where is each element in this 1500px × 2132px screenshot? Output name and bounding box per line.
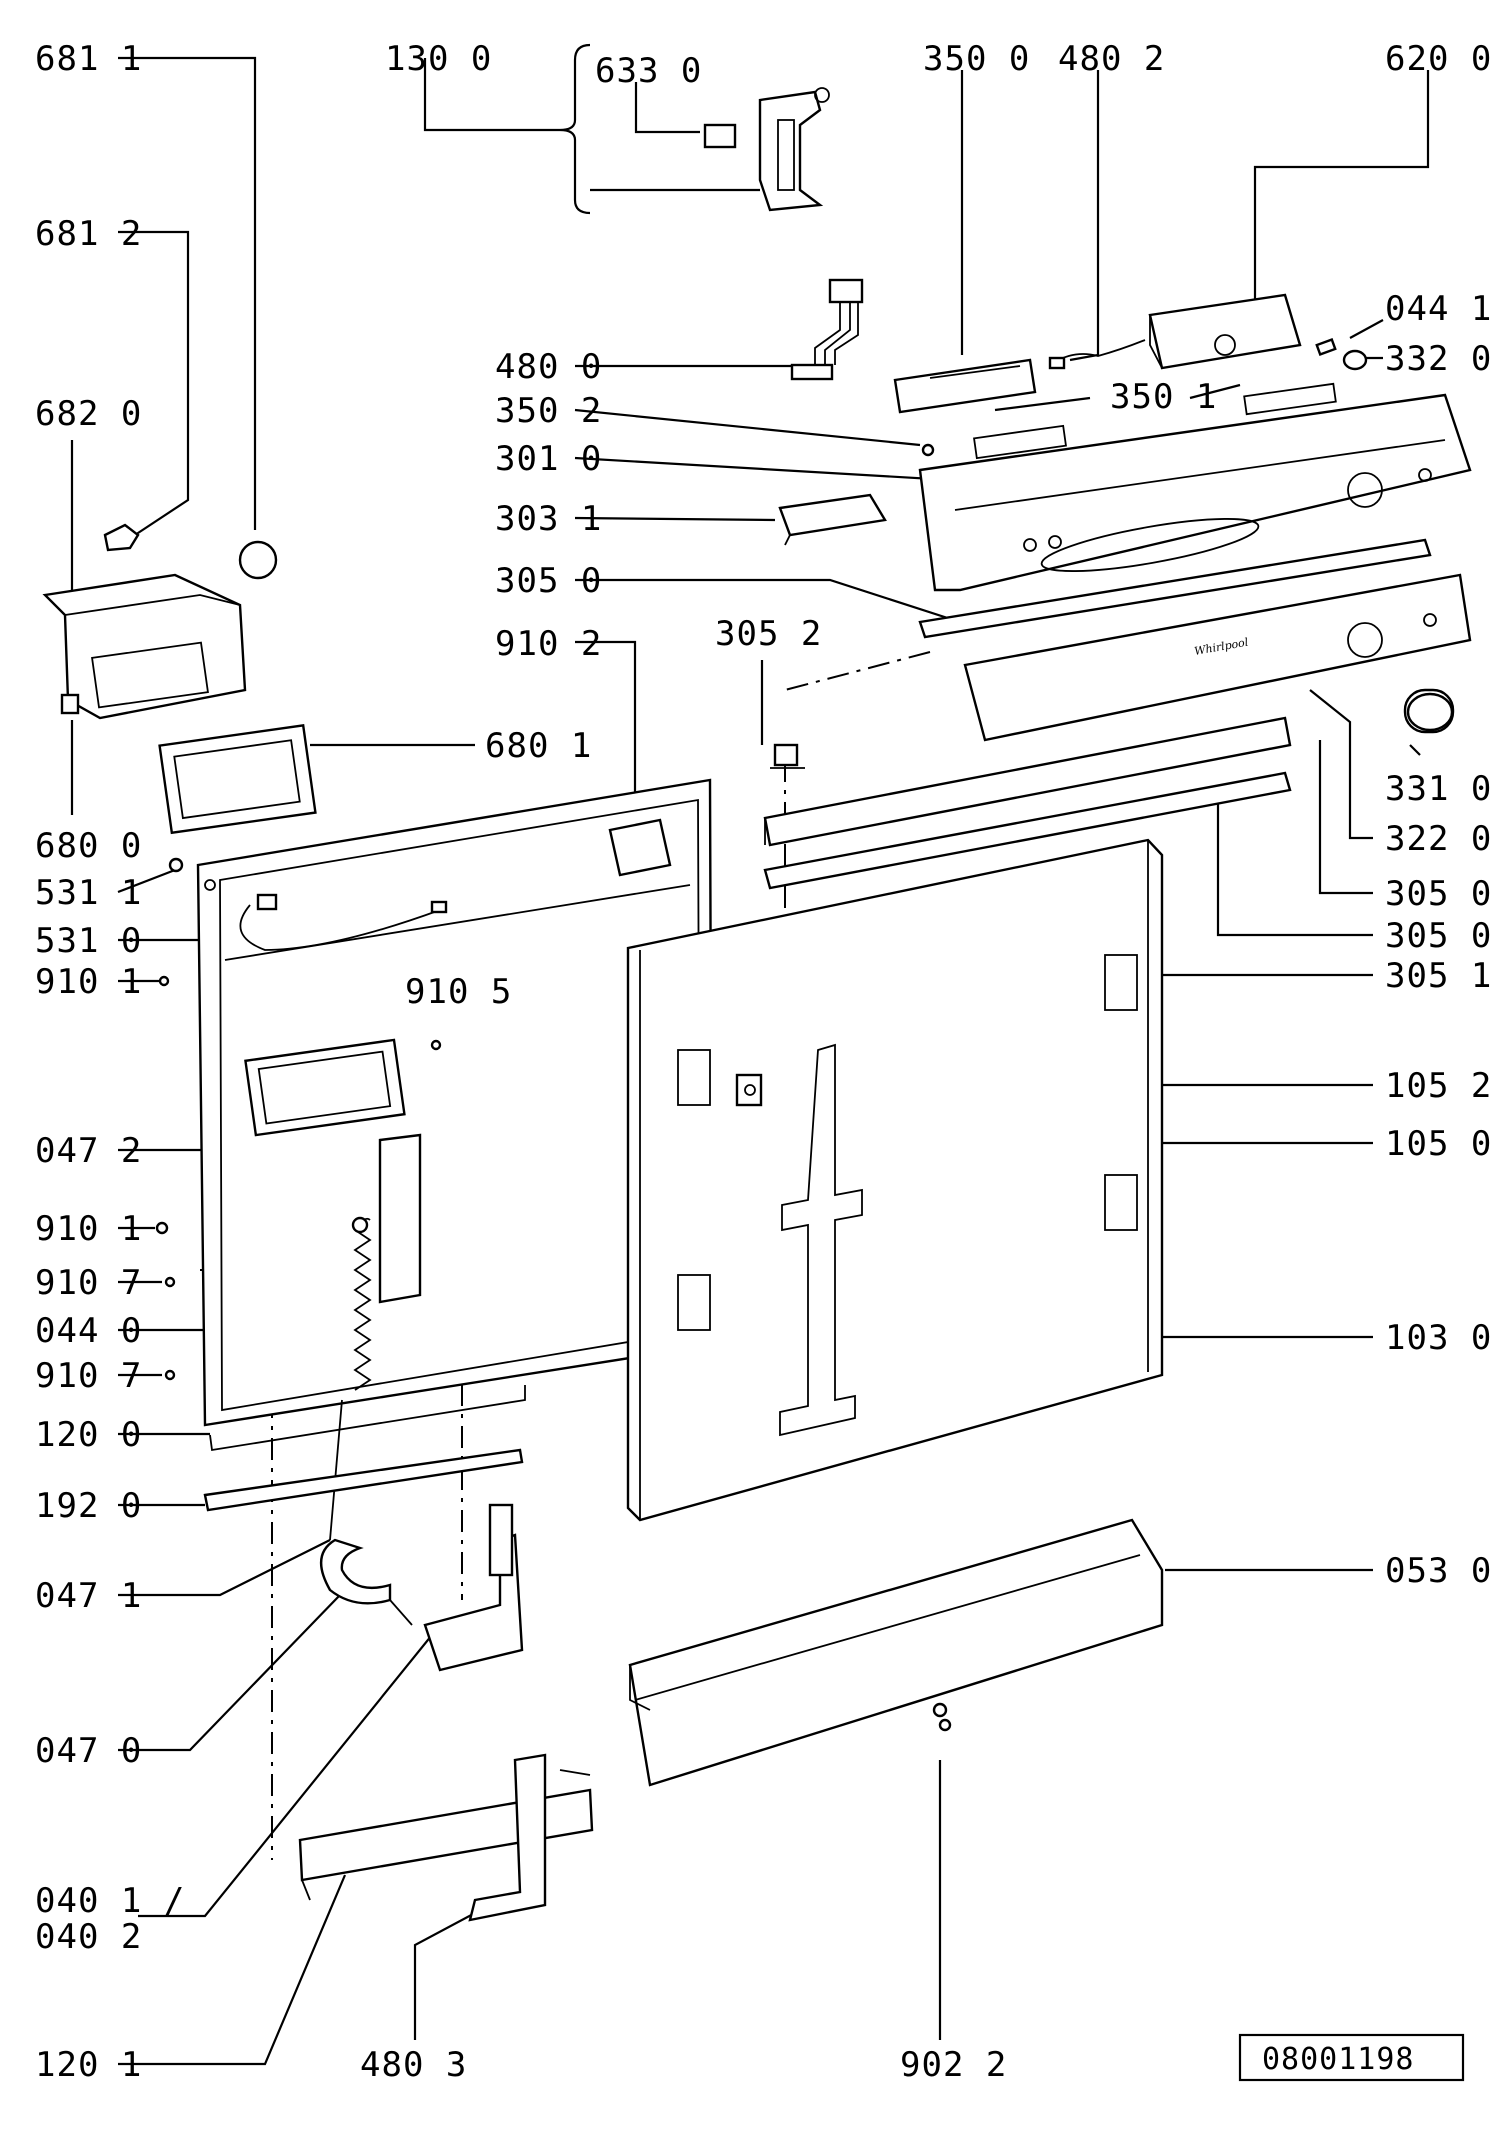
outer-door-panel — [626, 838, 1164, 1522]
label-480-2: 480 2 — [1058, 39, 1165, 79]
label-301-0: 301 0 — [495, 439, 602, 479]
kick-plate — [298, 1788, 594, 1901]
label-350-0: 350 0 — [923, 39, 1030, 79]
door-spring — [351, 1133, 422, 1391]
label-680-1: 680 1 — [485, 726, 592, 766]
label-681-1: 681 1 — [35, 39, 142, 79]
wiring-connector — [790, 278, 864, 381]
screws — [155, 975, 442, 1381]
label-910-7-low: 910 7 — [35, 1356, 142, 1396]
lower-trim — [628, 1518, 1164, 1787]
drawing-code: 08001198 — [1262, 2042, 1415, 2077]
label-910-5: 910 5 — [405, 972, 512, 1012]
label-480-3: 480 3 — [360, 2045, 467, 2085]
hinge-bracket — [608, 818, 672, 877]
label-531-1: 531 1 — [35, 873, 142, 913]
label-105-2: 105 2 — [1385, 1066, 1492, 1106]
label-350-1: 350 1 — [1110, 377, 1217, 417]
label-682-0: 682 0 — [35, 394, 142, 434]
label-305-0-low: 305 0 — [1385, 916, 1492, 956]
label-910-1-top: 910 1 — [35, 962, 142, 1002]
label-910-1-mid: 910 1 — [35, 1209, 142, 1249]
label-531-0: 531 0 — [35, 921, 142, 961]
label-902-2: 902 2 — [900, 2045, 1007, 2085]
panel-clip — [770, 743, 805, 769]
label-620-0: 620 0 — [1385, 39, 1492, 79]
label-120-0: 120 0 — [35, 1415, 142, 1455]
label-305-0-mid: 305 0 — [1385, 874, 1492, 914]
label-331-0: 331 0 — [1385, 769, 1492, 809]
control-panel-301 — [918, 393, 1472, 592]
label-910-2: 910 2 — [495, 624, 602, 664]
door-cable — [168, 857, 448, 951]
label-305-2: 305 2 — [715, 614, 822, 654]
push-buttons — [973, 382, 1337, 460]
label-044-0: 044 0 — [35, 1311, 142, 1351]
cable-480-2 — [1048, 339, 1146, 370]
rinse-aid-cap — [238, 540, 278, 580]
label-680-0: 680 0 — [35, 826, 142, 866]
knob-shaft-parts — [1315, 338, 1368, 371]
programmer-unit — [1148, 293, 1302, 370]
spring-cable-pulley — [320, 1399, 413, 1626]
label-350-2: 350 2 — [495, 391, 602, 431]
label-040-1: 040 1 / — [35, 1881, 185, 1921]
label-303-1: 303 1 — [495, 499, 602, 539]
label-040-2: 040 2 — [35, 1917, 142, 1957]
dispenser-gasket — [158, 724, 317, 835]
hinge-plate — [423, 1503, 524, 1672]
label-305-1: 305 1 — [1385, 956, 1492, 996]
label-332-0: 332 0 — [1385, 339, 1492, 379]
label-120-1: 120 1 — [35, 2045, 142, 2085]
panel-strip-305 — [918, 538, 1432, 639]
detergent-dispenser — [42, 573, 247, 720]
label-047-1: 047 1 — [35, 1576, 142, 1616]
bottom-rail — [203, 1448, 524, 1512]
front-fascia: Whirlpool — [963, 573, 1472, 742]
label-044-1: 044 1 — [1385, 289, 1492, 329]
inner-door-panel — [196, 778, 714, 1452]
label-047-0: 047 0 — [35, 1731, 142, 1771]
top-rails — [763, 716, 1292, 890]
electronic-board — [893, 358, 1037, 414]
rotary-knob — [1403, 688, 1455, 734]
label-103-0: 103 0 — [1385, 1318, 1492, 1358]
door-handle — [778, 493, 887, 546]
label-305-0-top: 305 0 — [495, 561, 602, 601]
bracket-480-3 — [468, 1753, 591, 1922]
indicator-bulb — [921, 443, 935, 457]
part-labels: 681 1 130 0 633 0 350 0 480 2 620 0 681 … — [35, 39, 1492, 2085]
label-480-0: 480 0 — [495, 347, 602, 387]
label-053-0: 053 0 — [1385, 1551, 1492, 1591]
label-130-0: 130 0 — [385, 39, 492, 79]
label-105-0: 105 0 — [1385, 1124, 1492, 1164]
label-633-0: 633 0 — [595, 51, 702, 91]
drawing-code-box: 08001198 — [1238, 2033, 1465, 2082]
label-681-2: 681 2 — [35, 214, 142, 254]
screw-902-2 — [932, 1702, 952, 1732]
label-192-0: 192 0 — [35, 1486, 142, 1526]
label-047-2: 047 2 — [35, 1131, 142, 1171]
label-910-7-top: 910 7 — [35, 1263, 142, 1303]
door-switch-assembly — [703, 87, 830, 212]
dispenser-cap — [103, 523, 140, 552]
label-322-0: 322 0 — [1385, 819, 1492, 859]
